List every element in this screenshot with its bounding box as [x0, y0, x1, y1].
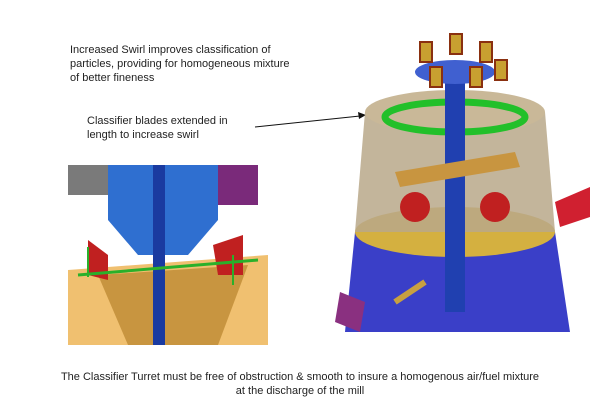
- classifier-closeup-image: [68, 165, 268, 345]
- mill-cutaway-image: [335, 33, 590, 332]
- swirl-note: Increased Swirl improves classification …: [70, 44, 290, 84]
- turret-note: The Classifier Turret must be free of ob…: [60, 371, 540, 397]
- blades-note: Classifier blades extended in length to …: [87, 115, 228, 141]
